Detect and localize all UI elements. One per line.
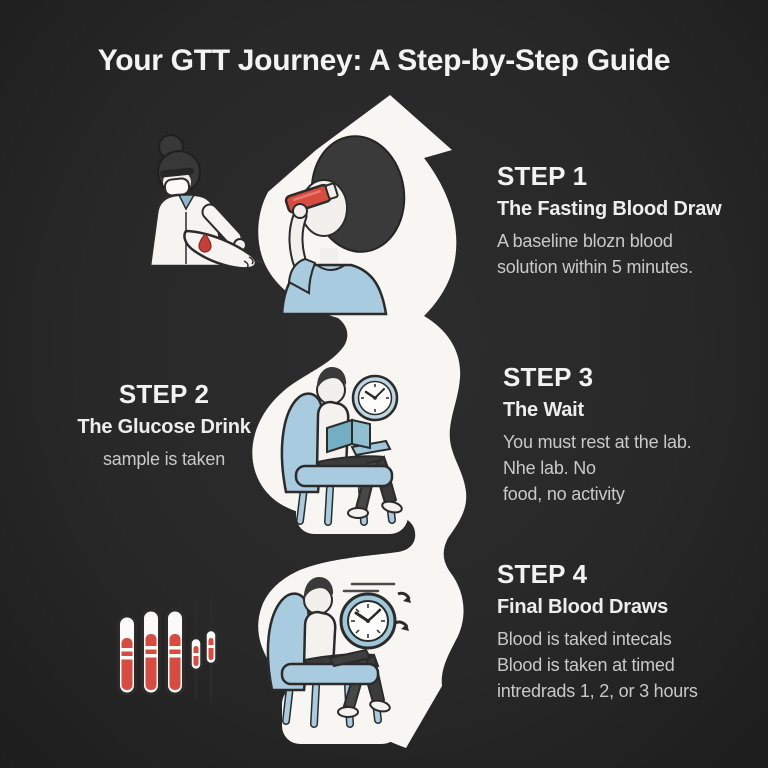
arm-rest-base — [199, 281, 217, 285]
step-3-block: STEP 3 The Wait You must rest at the lab… — [503, 362, 692, 507]
tube-sample — [145, 634, 157, 690]
sitter-shoe — [369, 699, 391, 713]
tube-label-band — [145, 654, 157, 658]
laptop-icon — [328, 648, 372, 668]
nurse-glasses-icon — [160, 167, 194, 178]
step-1-subheading: The Fasting Blood Draw — [497, 198, 722, 220]
step-2-block: STEP 2 The Glucose Drink sample is taken — [36, 379, 292, 472]
motion-lines — [342, 582, 396, 593]
reader-shoe-2 — [347, 507, 369, 519]
armchair-seat — [294, 464, 394, 488]
step-2-subheading: The Glucose Drink — [77, 416, 251, 438]
step-1-heading: STEP 1 — [497, 161, 588, 191]
step-3-line-3: food, no activity — [503, 484, 625, 504]
step-3-heading: STEP 3 — [503, 362, 594, 392]
book-page — [351, 418, 371, 450]
step-1-line-1: A baseline blozn blood — [497, 231, 673, 251]
reader-hair — [316, 367, 347, 390]
step-4-description: Blood is taked intecals Blood is taken a… — [497, 626, 698, 704]
vial-label-band — [208, 645, 214, 648]
vial-label-band — [193, 653, 199, 656]
step-1-description: A baseline blozn blood solution within 5… — [497, 228, 722, 280]
cycle-arrow-head — [403, 596, 411, 603]
step-4-block: STEP 4 Final Blood Draws Blood is taked … — [497, 559, 698, 704]
step-1-block: STEP 1 The Fasting Blood Draw A baseline… — [497, 161, 722, 280]
step-4-heading: STEP 4 — [497, 559, 588, 589]
step-3-line-2: Nhe lab. No — [503, 458, 596, 478]
vial-sample — [208, 638, 214, 660]
step-2-description: sample is taken — [36, 446, 292, 472]
waiting-illustration — [280, 367, 403, 526]
nurse-mask-icon — [163, 177, 191, 197]
nurse-sleeve — [203, 205, 241, 245]
tube-sample — [121, 638, 133, 690]
reader-shoe — [381, 500, 403, 514]
tube-label-band — [145, 646, 157, 650]
patient-fingers — [243, 256, 254, 269]
step-4-subheading: Final Blood Draws — [497, 596, 669, 618]
timer-clock-icon — [339, 592, 397, 650]
step-3-description: You must rest at the lab. Nhe lab. No fo… — [503, 429, 692, 507]
sitter-shoe-2 — [337, 706, 359, 718]
shirt-sleeve — [287, 257, 317, 295]
step-4-line-3: intredrads 1, 2, or 3 hours — [497, 681, 698, 701]
timed-draws-illustration — [266, 577, 415, 728]
glucose-drink-illustration — [280, 135, 406, 316]
blood-drop-icon — [198, 233, 212, 253]
wall-clock-icon — [351, 374, 399, 422]
drinker-neck — [320, 248, 338, 268]
test-tubes-illustration — [117, 596, 218, 702]
step-2-line-1: sample is taken — [102, 449, 226, 469]
step-4-line-2: Blood is taken at timed — [497, 655, 675, 675]
step-3-line-1: You must rest at the lab. — [503, 432, 692, 452]
tube-label-band — [121, 656, 133, 660]
tube-label-band — [169, 654, 181, 658]
step-3-subheading: The Wait — [503, 399, 584, 421]
tube-sample — [169, 634, 181, 690]
page-title: Your GTT Journey: A Step-by-Step Guide — [97, 44, 671, 77]
sticker-patch-middle — [296, 476, 408, 534]
sitter-hair — [303, 577, 334, 600]
tube-label-band — [121, 648, 133, 652]
nurse-shirt — [177, 194, 196, 211]
sitter-torso — [302, 610, 337, 670]
blood-draw-illustration — [148, 134, 264, 285]
drinker-hand — [292, 203, 308, 219]
tube-label-band — [169, 646, 181, 650]
step-1-line-2: solution within 5 minutes. — [497, 257, 693, 277]
shirt-collar — [316, 264, 346, 271]
cycle-arrow-head-2 — [401, 624, 409, 631]
step-2-heading: STEP 2 — [118, 379, 210, 409]
armchair-seat-2 — [280, 662, 380, 686]
step-4-line-1: Blood is taked intecals — [497, 629, 672, 649]
drinker-arm — [290, 210, 307, 272]
